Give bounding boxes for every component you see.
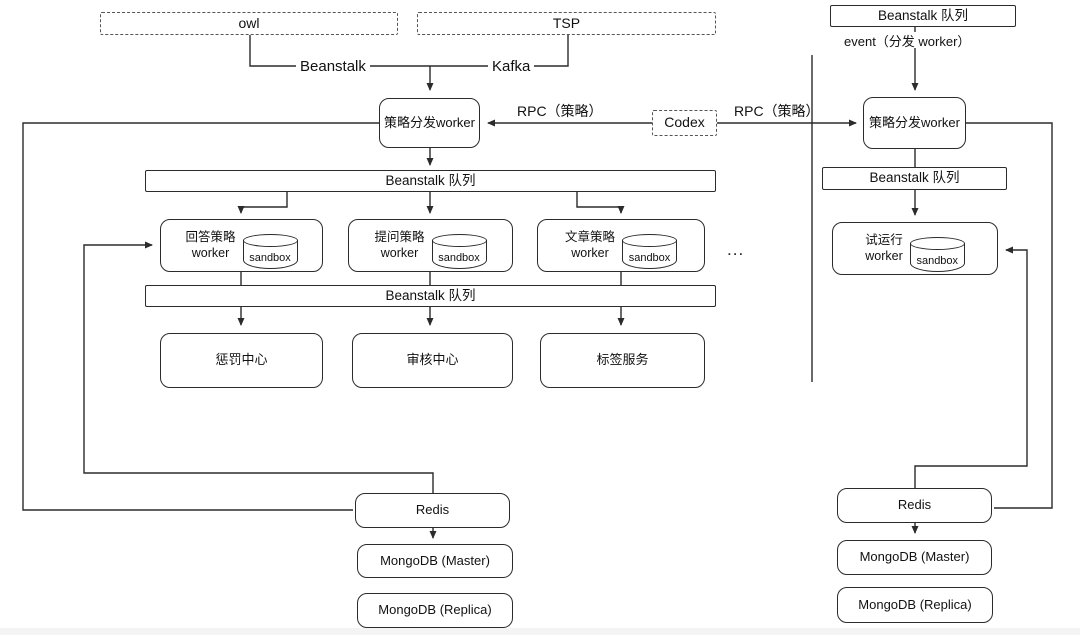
node-mongodb-master-right: MongoDB (Master) [837,540,992,575]
trial-worker-title: 试运行 [865,232,903,247]
question-worker-subtitle: worker [380,245,419,260]
codex-label: Codex [664,114,705,131]
mongodb-replica-right-label: MongoDB (Replica) [858,596,972,612]
trial-worker-subtitle: worker [865,248,903,263]
answer-worker-label: 回答策略 worker [185,230,235,261]
edge-queue-to-article-worker [576,192,625,214]
owl-label: owl [238,14,260,31]
node-redis-left: Redis [355,493,510,528]
node-redis-right: Redis [837,488,992,523]
database-cylinder-icon: sandbox [431,234,487,269]
bottom-edge-strip [0,628,1080,635]
edge-label-kafka: Kafka [488,58,535,75]
edge-queue-to-answer-worker [237,192,288,214]
edge-label-rpc-left: RPC（策略） [517,103,603,119]
edge-redis-to-answer-worker-loop [83,241,434,493]
node-beanstalk-queue-lower-left: Beanstalk 队列 [145,285,716,307]
cylinder-top-ellipse [909,237,965,250]
article-worker-subtitle: worker [571,245,609,260]
node-codex: Codex [652,110,717,136]
queue-upper-label: Beanstalk 队列 [385,172,476,188]
node-answer-strategy-worker: 回答策略 worker sandbox [160,219,323,272]
node-mongodb-replica-left: MongoDB (Replica) [357,593,513,628]
tsp-label: TSP [552,14,581,31]
node-tag-service: 标签服务 [540,333,705,388]
node-question-strategy-worker: 提问策略 worker sandbox [348,219,513,272]
punish-center-label: 惩罚中心 [215,352,268,368]
edge-owl-tsp-merge [249,34,569,67]
tag-service-label: 标签服务 [596,352,649,368]
node-strategy-dispatch-worker-right: 策略分发worker [863,97,966,149]
edge-left-dispatcher-redis-loop [22,122,379,511]
right-dispatcher-label: 策略分发worker [868,114,960,130]
database-cylinder-icon: sandbox [242,234,298,269]
more-workers-ellipsis: ... [727,240,745,259]
database-cylinder-icon: sandbox [622,234,677,269]
edge-right-dispatcher-redis-loop [966,122,1053,509]
answer-worker-title: 回答策略 [185,229,236,244]
edge-label-event: event（分发 worker） [840,32,975,49]
node-trial-run-worker: 试运行 worker sandbox [832,222,998,275]
trial-worker-label: 试运行 worker [865,233,903,264]
left-dispatcher-label: 策略分发worker [383,114,475,130]
cylinder-top-ellipse [242,234,298,247]
article-worker-label: 文章策略 worker [565,230,615,261]
node-beanstalk-queue-upper-left: Beanstalk 队列 [145,170,716,192]
node-beanstalk-queue-top-right: Beanstalk 队列 [830,5,1016,27]
mongodb-master-right-label: MongoDB (Master) [859,549,970,565]
cylinder-top-ellipse [431,234,487,247]
answer-worker-subtitle: worker [191,245,230,260]
edge-right-redis-to-trial-worker-loop [914,246,1028,488]
node-review-center: 审核中心 [352,333,513,388]
review-center-label: 审核中心 [406,352,459,368]
node-punish-center: 惩罚中心 [160,333,323,388]
node-mongodb-master-left: MongoDB (Master) [357,544,513,578]
queue-lower-label: Beanstalk 队列 [385,287,476,303]
question-worker-label: 提问策略 worker [374,230,424,261]
question-worker-title: 提问策略 [374,229,425,244]
node-beanstalk-queue-right: Beanstalk 队列 [822,167,1007,190]
node-article-strategy-worker: 文章策略 worker sandbox [537,219,705,272]
article-worker-title: 文章策略 [564,229,615,244]
mongodb-master-left-label: MongoDB (Master) [380,552,490,568]
node-strategy-dispatch-worker-left: 策略分发worker [379,98,480,148]
edge-label-beanstalk: Beanstalk [296,58,370,75]
database-cylinder-icon: sandbox [909,237,965,272]
node-owl: owl [100,12,398,35]
node-tsp: TSP [417,12,716,35]
mongodb-replica-left-label: MongoDB (Replica) [378,602,492,618]
cylinder-top-ellipse [622,234,677,247]
node-mongodb-replica-right: MongoDB (Replica) [837,587,993,623]
redis-right-label: Redis [897,497,932,513]
queue-top-right-label: Beanstalk 队列 [877,7,969,23]
redis-left-label: Redis [415,502,450,518]
queue-right-label: Beanstalk 队列 [869,170,960,186]
edge-label-rpc-right: RPC（策略） [734,103,820,119]
